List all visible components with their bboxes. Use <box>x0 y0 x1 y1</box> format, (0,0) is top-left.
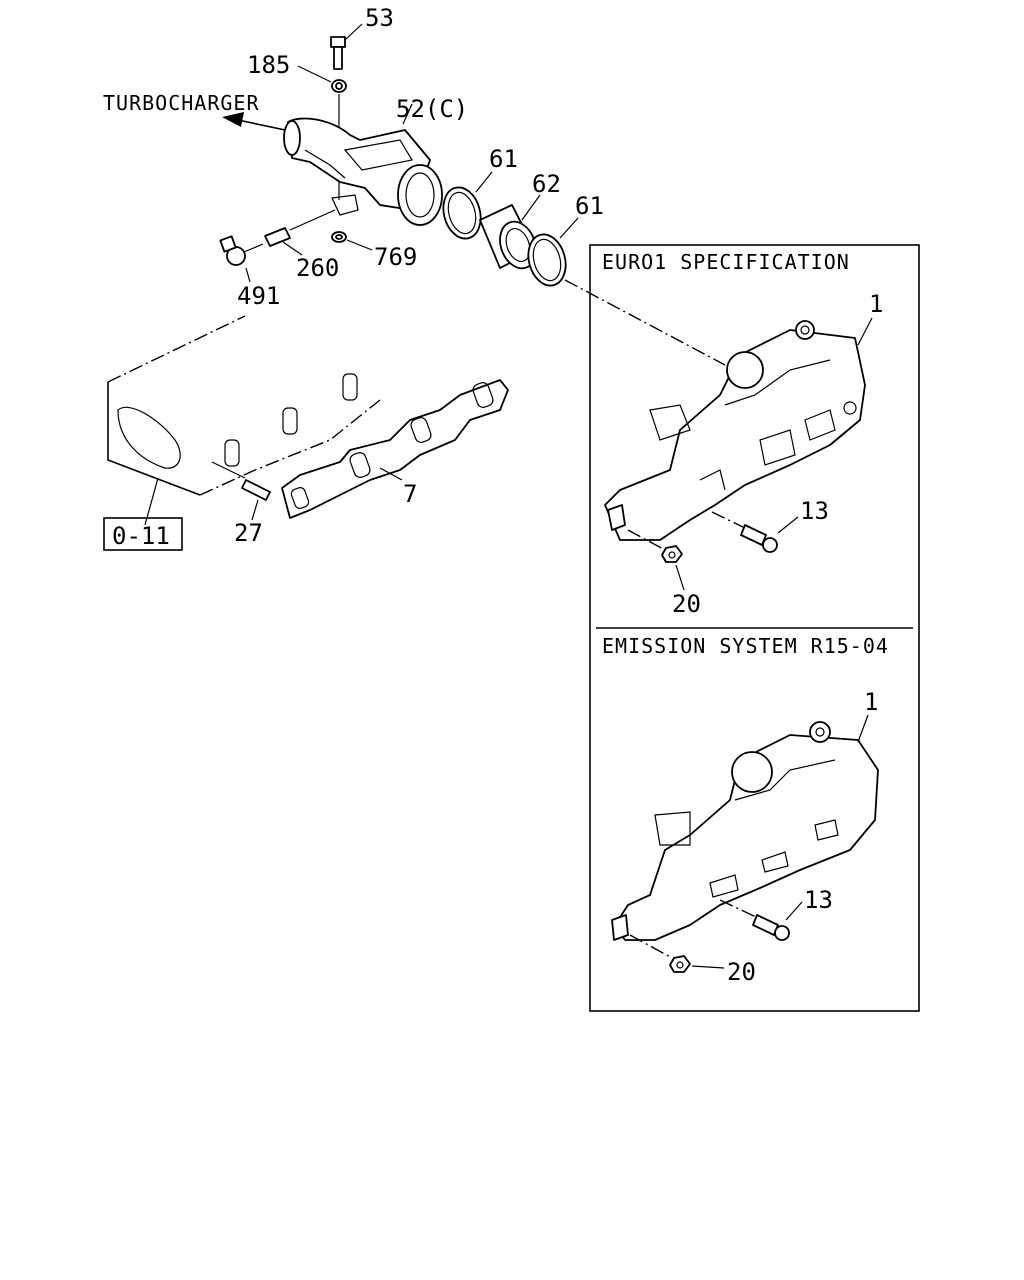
coupling-62 <box>479 194 541 270</box>
part-number-185: 185 <box>247 51 290 79</box>
cylinder-head <box>107 315 381 526</box>
part-number-7: 7 <box>403 480 417 508</box>
euro1-exhaust-manifold <box>604 317 873 541</box>
emission-part-number-1: 1 <box>864 688 878 716</box>
reference-box-label: 0-11 <box>112 522 170 550</box>
turbocharger-label: TURBOCHARGER <box>103 91 260 115</box>
euro1-bolt-13 <box>711 511 799 553</box>
bolt-53 <box>330 23 363 70</box>
part-number-27: 27 <box>234 519 263 547</box>
sensor-491 <box>219 235 264 283</box>
emission-panel: EMISSION SYSTEM R15-04 1 13 <box>602 634 889 986</box>
washer-769 <box>331 231 373 251</box>
turbocharger-arrow <box>222 112 286 131</box>
sleeve-260 <box>264 209 336 256</box>
euro1-panel: EURO1 SPECIFICATION 1 13 <box>589 244 920 1012</box>
reference-box <box>103 517 183 551</box>
emission-title: EMISSION SYSTEM R15-04 <box>602 634 889 658</box>
emission-part-number-13: 13 <box>804 886 833 914</box>
exhaust-pipe-assembly: TURBOCHARGER 53 185 52(C) <box>103 4 726 366</box>
cylinder-head-and-gasket: 0-11 27 7 <box>103 315 509 551</box>
euro1-title: EURO1 SPECIFICATION <box>602 250 850 274</box>
stud-27 <box>211 461 271 521</box>
assembly-centerline <box>564 279 726 366</box>
part-number-61-left: 61 <box>489 145 518 173</box>
part-number-62: 62 <box>532 170 561 198</box>
part-number-769: 769 <box>374 243 417 271</box>
variants-frame <box>589 244 920 1012</box>
euro1-nut-20 <box>627 529 685 591</box>
gasket-7 <box>281 379 509 519</box>
exhaust-pipe-52 <box>283 103 443 226</box>
euro1-part-number-13: 13 <box>800 497 829 525</box>
clamp-ring-61-right <box>527 217 579 287</box>
emission-part-number-20: 20 <box>727 958 756 986</box>
euro1-part-number-1: 1 <box>869 290 883 318</box>
emission-bolt-13 <box>719 899 803 941</box>
part-number-61-right: 61 <box>575 192 604 220</box>
part-number-260: 260 <box>296 254 339 282</box>
part-number-53: 53 <box>365 4 394 32</box>
clamp-ring-61-left <box>442 171 493 240</box>
part-number-491: 491 <box>237 282 280 310</box>
euro1-part-number-20: 20 <box>672 590 701 618</box>
emission-exhaust-manifold <box>611 714 879 941</box>
part-number-52c: 52(C) <box>396 95 468 123</box>
emission-nut-20 <box>629 934 725 973</box>
